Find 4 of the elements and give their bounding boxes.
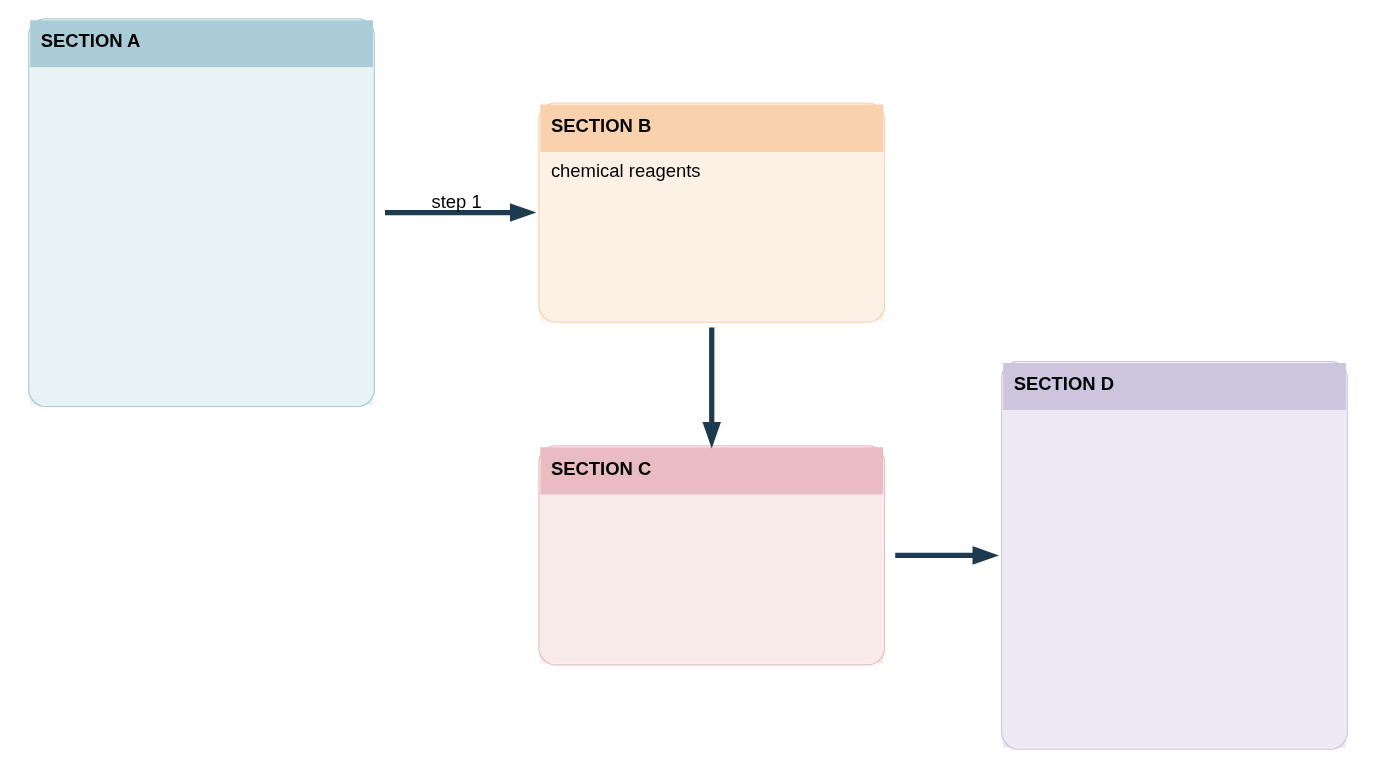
- edge-label: step 1: [431, 190, 482, 212]
- arrow: [702, 327, 721, 449]
- arrow: [385, 203, 537, 222]
- arrow: [895, 546, 999, 565]
